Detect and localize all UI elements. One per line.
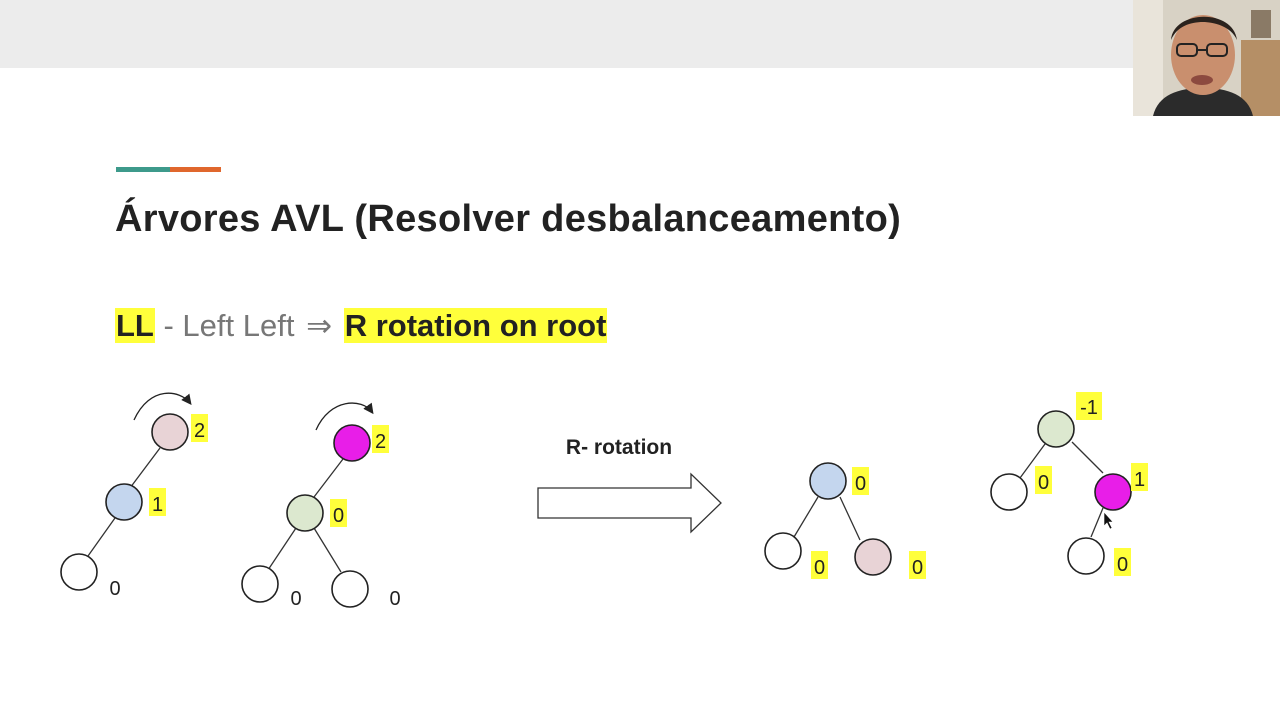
presenter-webcam	[1133, 0, 1280, 116]
balance-label: 1	[1134, 469, 1145, 491]
balance-label: 0	[814, 557, 825, 579]
tree-edge	[1072, 442, 1103, 473]
tree-node	[1068, 538, 1104, 574]
tree-after-rotation-2: -1 0 1 0	[991, 392, 1148, 576]
balance-label: 0	[912, 557, 923, 579]
tree-node	[810, 463, 846, 499]
balance-label: 0	[290, 588, 301, 610]
balance-label: 2	[194, 420, 205, 442]
tree-node	[765, 533, 801, 569]
tree-node	[1095, 474, 1131, 510]
balance-label: 0	[333, 505, 344, 527]
balance-label: 0	[1117, 554, 1128, 576]
tree-edge	[130, 448, 160, 488]
balance-label: 0	[855, 473, 866, 495]
tree-node	[991, 474, 1027, 510]
tree-edge	[314, 528, 341, 572]
tree-node	[855, 539, 891, 575]
presenter-video-icon	[1133, 0, 1280, 116]
tree-node	[334, 425, 370, 461]
tree-node	[61, 554, 97, 590]
tree-node	[242, 566, 278, 602]
tree-edge	[268, 528, 296, 570]
balance-label: -1	[1080, 397, 1098, 419]
tree-after-rotation-1: 0 0 0	[765, 463, 926, 579]
tree-edge	[88, 518, 115, 556]
rotation-curve-arrow-icon	[316, 403, 372, 430]
tree-edge	[1091, 508, 1103, 537]
balance-label: 1	[152, 494, 163, 516]
tree-before-rotation-2: 2 0 0 0	[242, 403, 401, 610]
tree-node	[152, 414, 188, 450]
tree-edge	[840, 497, 860, 540]
mouse-cursor-icon	[1104, 512, 1113, 529]
tree-edge	[314, 459, 343, 497]
tree-node	[106, 484, 142, 520]
balance-label: 2	[375, 431, 386, 453]
balance-label: 0	[389, 588, 400, 610]
tree-node	[287, 495, 323, 531]
tree-before-rotation-1: 2 1 0	[61, 393, 208, 600]
tree-edge	[794, 497, 818, 537]
tree-node	[332, 571, 368, 607]
rotation-label: R- rotation	[566, 436, 672, 459]
balance-label: 0	[1038, 472, 1049, 494]
rotation-arrow: R- rotation	[538, 436, 721, 532]
tree-node	[1038, 411, 1074, 447]
balance-label: 0	[109, 578, 120, 600]
right-arrow-icon	[538, 474, 721, 532]
